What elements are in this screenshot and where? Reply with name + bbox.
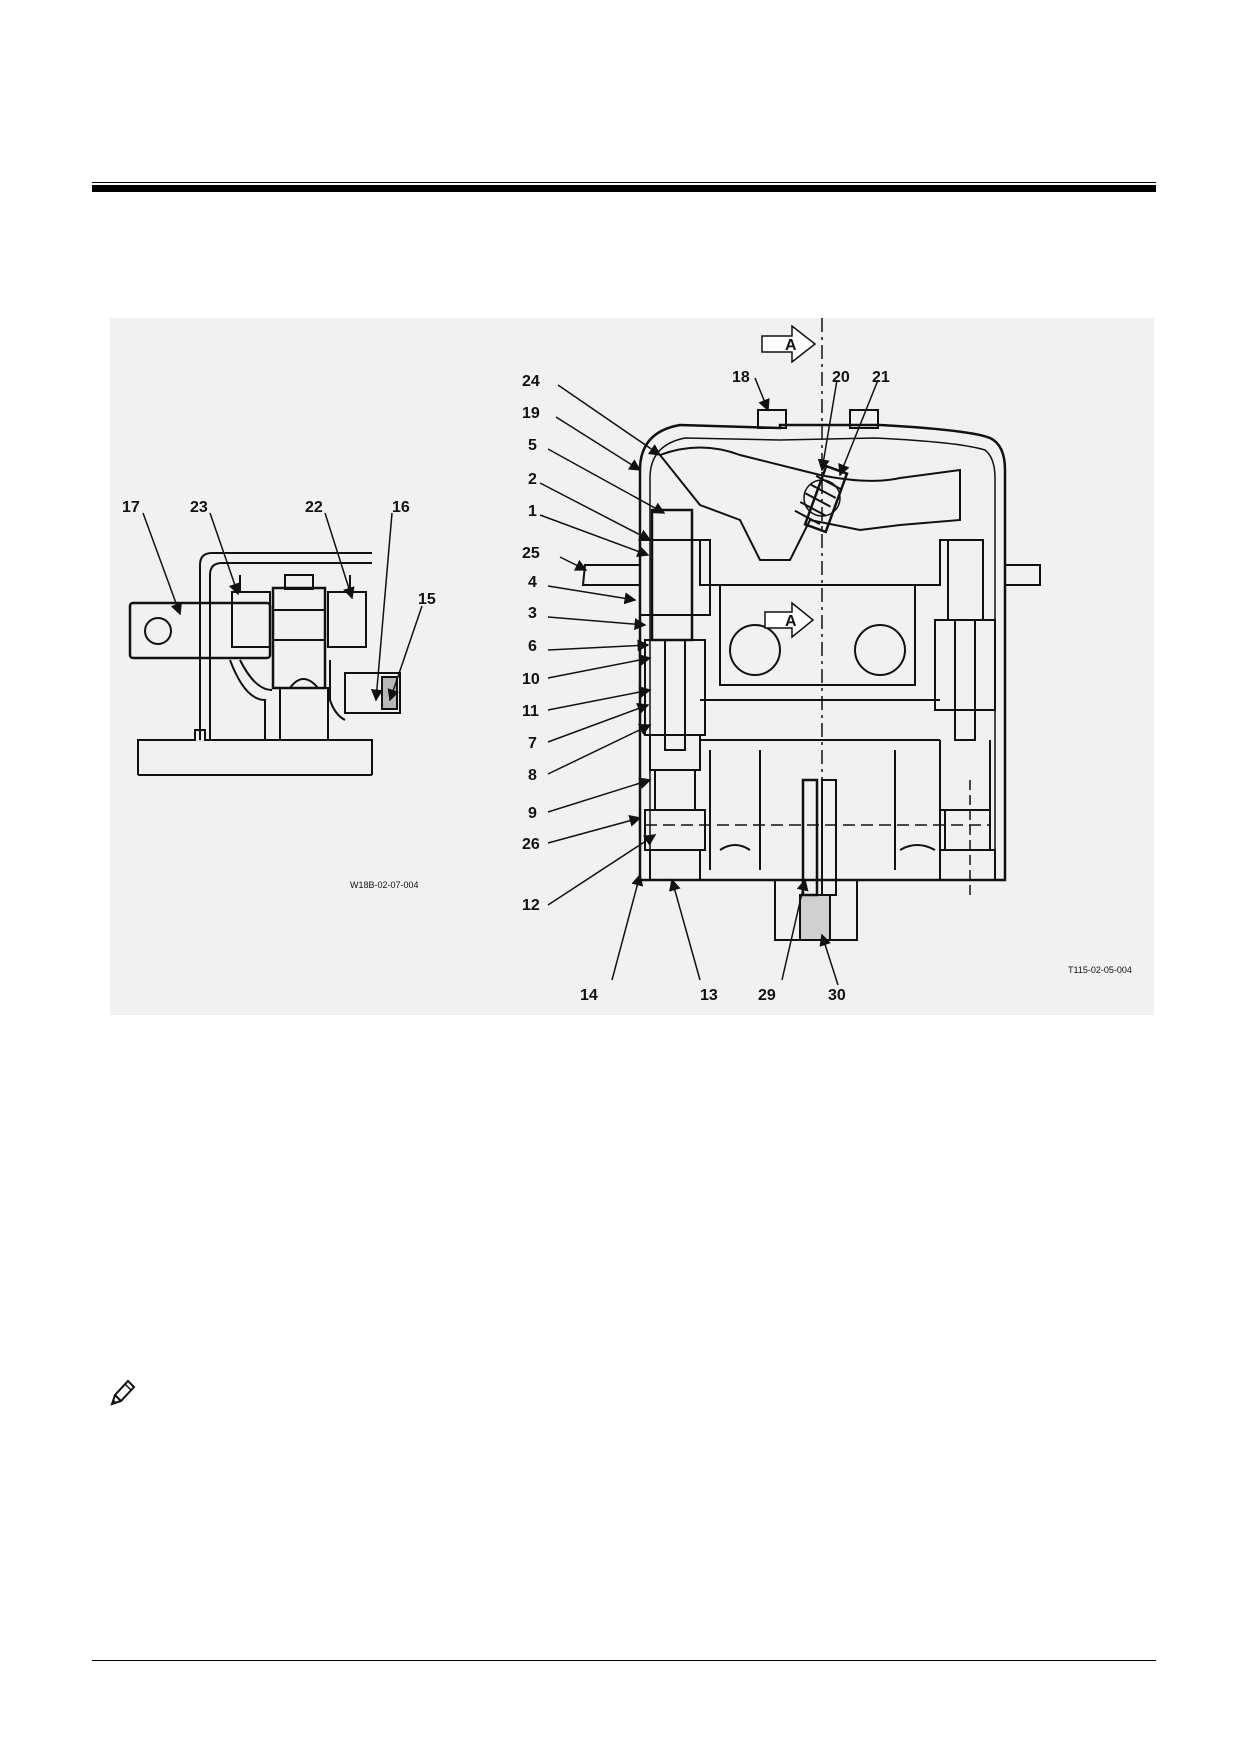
callout-13: 13	[700, 987, 718, 1004]
footer-rule	[92, 1660, 1156, 1661]
callout-5: 5	[528, 437, 537, 454]
callout-3: 3	[528, 605, 537, 622]
header-rule-thin	[92, 182, 1156, 183]
right-figure-leaders	[539, 377, 879, 986]
right-figure-labels-bottom: 14 13 29 30 T115-02-05-004	[580, 965, 1132, 1004]
callout-19: 19	[522, 405, 540, 422]
callout-18: 18	[732, 369, 750, 386]
callout-21: 21	[872, 369, 890, 386]
callout-22: 22	[305, 499, 323, 516]
section-label-mid: A	[785, 613, 797, 630]
callout-26: 26	[522, 836, 540, 853]
figure-code-left: W18B-02-07-004	[350, 880, 419, 890]
section-arrow-mid: A	[764, 601, 815, 639]
callout-10: 10	[522, 671, 540, 688]
right-figure-centerlines	[645, 318, 990, 900]
right-figure	[581, 409, 1041, 941]
right-figure-labels-top: 18 20 21	[732, 369, 890, 386]
callout-25: 25	[522, 545, 540, 562]
header-rule	[92, 185, 1156, 192]
pencil-note-icon	[110, 1379, 136, 1406]
callout-23: 23	[190, 499, 208, 516]
left-figure	[128, 552, 401, 776]
callout-30: 30	[828, 987, 846, 1004]
callout-20: 20	[832, 369, 850, 386]
callout-12: 12	[522, 897, 540, 914]
callout-7: 7	[528, 735, 537, 752]
callout-16: 16	[392, 499, 410, 516]
callout-8: 8	[528, 767, 537, 784]
callout-2: 2	[528, 471, 537, 488]
section-arrow-top: A	[761, 324, 817, 364]
left-figure-leaders	[142, 512, 423, 702]
callout-6: 6	[528, 638, 537, 655]
callout-17: 17	[122, 499, 140, 516]
left-figure-labels: 17 23 22 16 15 W18B-02-07-004	[122, 499, 436, 890]
callout-11: 11	[522, 703, 539, 720]
section-label-top: A	[785, 337, 797, 354]
callout-15: 15	[418, 591, 436, 608]
right-figure-labels-left: 24 19 5 2 1 25 4 3 6 10 11 7 8 9 26 12	[522, 373, 540, 914]
callout-24: 24	[522, 373, 540, 390]
callout-9: 9	[528, 805, 537, 822]
callout-29: 29	[758, 987, 776, 1004]
figure-code-right: T115-02-05-004	[1068, 965, 1132, 975]
callout-14: 14	[580, 987, 598, 1004]
callout-1: 1	[528, 503, 537, 520]
callout-4: 4	[528, 574, 537, 591]
